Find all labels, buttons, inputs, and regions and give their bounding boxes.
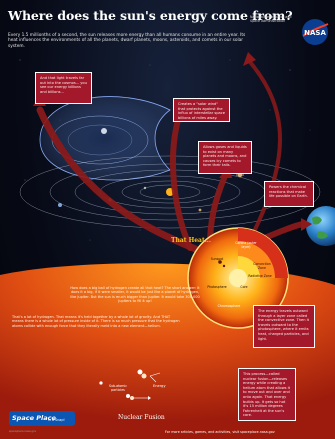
- fusion-legend-energy: Energy: [153, 384, 166, 388]
- sun-label-corona: Corona (outer layer): [235, 241, 257, 249]
- sun-label-core: Core: [240, 285, 248, 289]
- fusion-title: Nuclear Fusion: [118, 414, 165, 421]
- earth: [306, 206, 335, 246]
- fusion-annotation-1: How does a big ball of hydrogen create a…: [70, 286, 200, 304]
- callout-solar-wind: Creates a "solar wind" that protects aga…: [173, 98, 230, 122]
- callout-life-on-earth: Powers the chemical reactions that make …: [264, 181, 314, 207]
- sun-label-photosphere: Photosphere: [207, 285, 227, 289]
- space-place-logo-text: Space Place: [12, 414, 56, 422]
- fusion-legend-particles: Sub-atomic particles: [108, 384, 128, 392]
- sun-label-radiative-zone: Radiative Zone: [248, 274, 272, 278]
- callout-light-travels: And that light travels far out into the …: [35, 72, 92, 104]
- callout-gases-liquids: Allows gases and liquids to exist on man…: [198, 141, 252, 174]
- space-place-logo-bg: [9, 411, 75, 426]
- footer-url-left: spaceplace.nasa.gov: [9, 430, 37, 433]
- fusion-annotation-2: That's a lot of hydrogen. That means it'…: [12, 315, 180, 328]
- nasa-logo-text: NASA: [304, 29, 326, 37]
- callout-convective-zone: The energy travels outward through a lay…: [253, 305, 315, 348]
- that-heat-label: That Heat...: [171, 237, 211, 244]
- footer-visit-link[interactable]: For more articles, games, and activities…: [165, 430, 275, 434]
- nasa-logo-icon: NASA: [302, 19, 329, 45]
- sun-cross-section: [187, 227, 289, 329]
- fusion-diagram: [99, 369, 161, 400]
- page-title: Where does the sun's energy come from?: [8, 8, 293, 23]
- agency-name: National Aeronautics and Space Administr…: [250, 15, 292, 24]
- sun-label-chromosphere: Chromosphere: [217, 304, 241, 308]
- sun-label-convection-zone: Convection Zone: [253, 262, 271, 270]
- intro-text: Every 1.5 millionths of a second, the su…: [8, 33, 246, 49]
- sun-label-sunspot: Sunspot: [210, 257, 224, 261]
- space-place-logo-subtext: in a Snap!: [48, 418, 65, 422]
- callout-nuclear-fusion: This process—called nuclear fusion—relea…: [238, 368, 296, 421]
